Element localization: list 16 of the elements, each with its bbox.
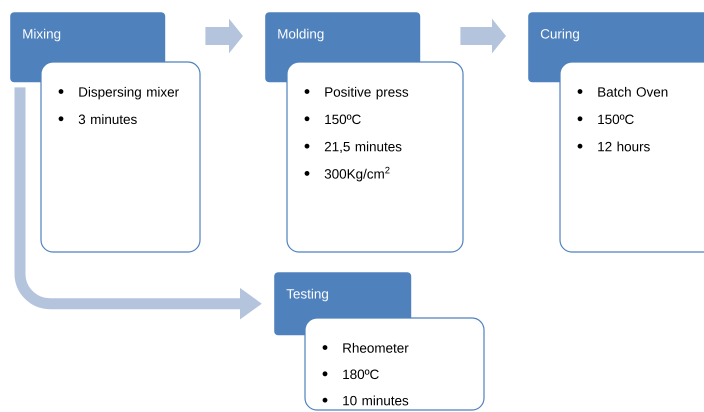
bullet-item: 300Kg/cm$^{2}$ (304, 166, 390, 182)
step-heading: Mixing (23, 28, 60, 42)
bullet-item: 150ºC (578, 114, 634, 124)
bullet-item: 10 minutes (322, 396, 408, 406)
bullet-item: 12 hours (578, 142, 650, 152)
bullet-item: 3 minutes (58, 114, 137, 124)
step-heading: Curing (540, 28, 579, 42)
bullet-item: 21,5 minutes (304, 142, 402, 153)
bullet-item: Rheometer (322, 342, 408, 353)
bullet-item: Dispersing mixer (58, 86, 179, 100)
bullet-item: 180ºC (322, 370, 379, 380)
bullet-item: 150ºC (304, 114, 361, 124)
bullet-item: Positive press (304, 86, 408, 100)
step-heading: Molding (278, 28, 324, 42)
step-heading: Testing (286, 288, 328, 302)
bullet-item: Batch Oven (578, 86, 668, 97)
